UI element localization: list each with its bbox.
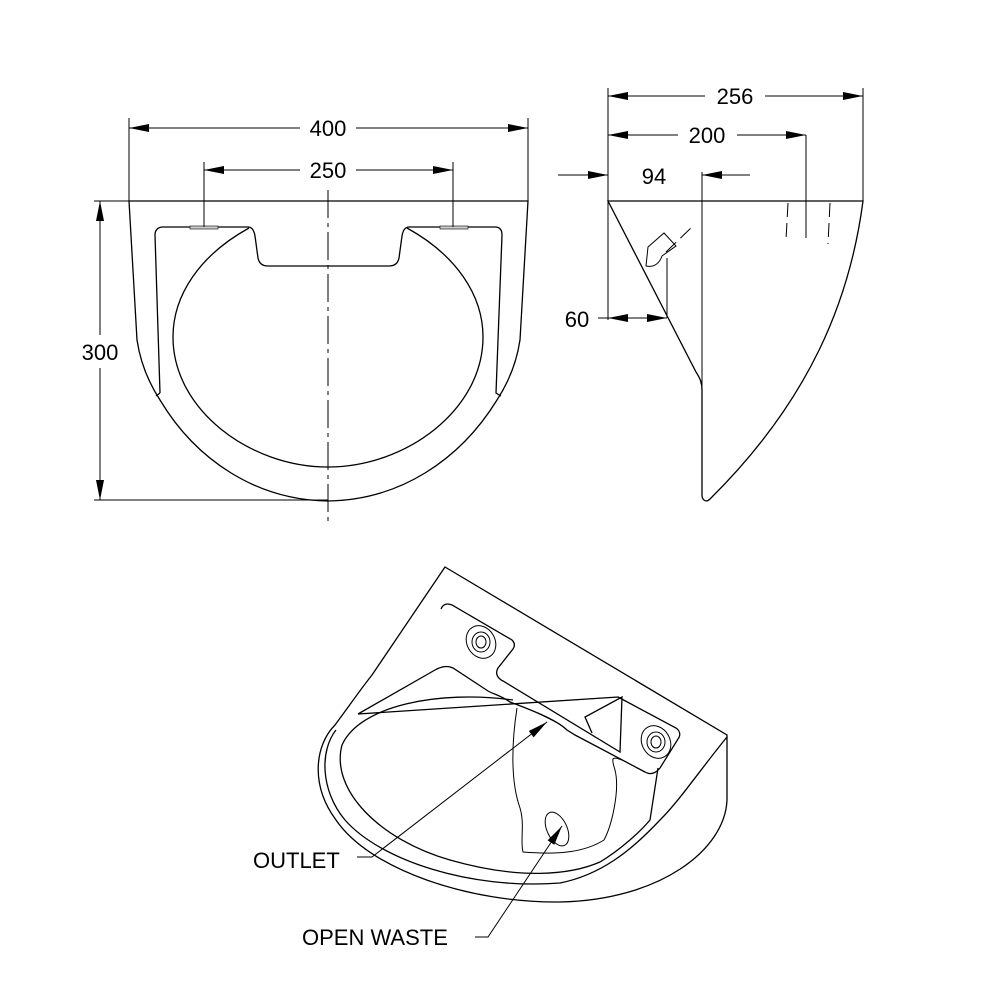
tap-hole-right	[439, 225, 469, 230]
fixing-centre-line	[665, 225, 694, 253]
dimension-tap-centres: 250	[310, 158, 347, 183]
side-view: 256 200 94 60	[558, 84, 864, 502]
iso-outer-shell	[317, 566, 728, 903]
iso-basin-back-slope	[512, 707, 623, 854]
dimension-wall-offset: 60	[565, 307, 589, 332]
outlet-leader-line	[357, 721, 548, 858]
iso-rim-front-edge	[324, 729, 728, 885]
dimension-overall-depth: 256	[717, 84, 754, 109]
basin-bowl-outline	[172, 227, 484, 468]
open-waste-label: OPEN WASTE	[302, 925, 448, 950]
dimension-projection: 300	[82, 340, 119, 365]
tap-hole-hidden-line	[827, 202, 831, 245]
tap-hole-hidden-line	[785, 202, 789, 241]
tap-hole-right-icon	[640, 725, 672, 759]
iso-basin-bowl	[339, 696, 659, 875]
iso-open-waste-hole	[544, 811, 570, 847]
dimension-tap-depth: 200	[689, 123, 726, 148]
dimension-overall-width: 400	[310, 116, 347, 141]
iso-outlet-slot	[537, 712, 557, 723]
iso-tap-deck-recess	[357, 603, 681, 775]
isometric-view: OUTLET OPEN WASTE	[253, 566, 728, 950]
front-view: 400 250 300	[82, 116, 529, 526]
rim-notch-left	[155, 392, 161, 397]
open-waste-leader-line	[475, 825, 563, 938]
dimension-wall-to-front: 94	[642, 164, 666, 189]
fixing-bracket	[645, 232, 677, 267]
side-profile-outline	[606, 200, 864, 502]
outlet-label: OUTLET	[253, 848, 340, 873]
tap-hole-left-icon	[465, 625, 497, 659]
